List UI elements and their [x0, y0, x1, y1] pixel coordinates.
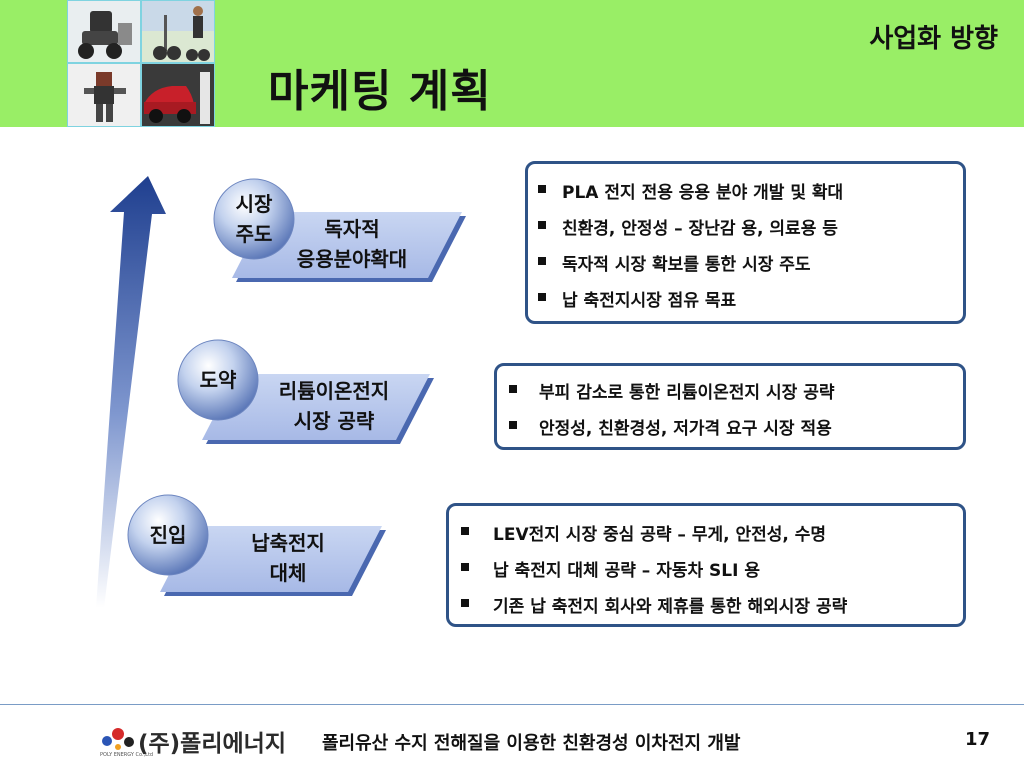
circle-text: 진입 [149, 523, 187, 547]
segway-icon [142, 1, 214, 62]
list-item: 안정성, 친환경성, 저가격 요구 시장 적용 [497, 414, 963, 450]
bullet-icon [538, 221, 546, 229]
stage-label-1: 독자적 응용분야확대 [296, 217, 408, 271]
bullet-box-3: LEV전지 시장 중심 공략 – 무게, 안전성, 수명 납 축전지 대체 공략… [446, 503, 966, 627]
bullet-icon [461, 599, 469, 607]
circle-text: 시장 주도 [235, 192, 273, 246]
list-item: LEV전지 시장 중심 공략 – 무게, 안전성, 수명 [449, 520, 963, 556]
list-item: 독자적 시장 확보를 통한 시장 주도 [528, 250, 963, 286]
slide-title: 마케팅 계획 [268, 66, 492, 117]
wheelchair-photo [67, 0, 141, 63]
bullet-icon [461, 527, 469, 535]
bullet-icon [538, 185, 546, 193]
list-item: PLA 전지 전용 응용 분야 개발 및 확대 [528, 178, 963, 214]
bullet-text: 납 축전지시장 점유 목표 [562, 291, 737, 311]
bullet-text: 납 축전지 대체 공략 – 자동차 SLI 용 [493, 561, 761, 581]
wheelchair-icon [68, 1, 140, 62]
circle-shape-3 [127, 494, 209, 576]
bullet-text: PLA 전지 전용 응용 분야 개발 및 확대 [562, 183, 844, 203]
bullet-text: 부피 감소로 통한 리튬이온전지 시장 공략 [539, 383, 835, 403]
stage-label-3: 납축전지 대체 [251, 531, 325, 585]
growth-arrow [96, 176, 166, 608]
list-item: 부피 감소로 통한 리튬이온전지 시장 공략 [497, 378, 963, 414]
bullet-icon [509, 385, 517, 393]
bullet-icon [461, 563, 469, 571]
bullet-text: 안정성, 친환경성, 저가격 요구 시장 적용 [539, 419, 832, 439]
circle-label-entry: 진입 [128, 520, 208, 550]
list-item: 납 축전지시장 점유 목표 [528, 286, 963, 322]
list-item: 친환경, 안정성 – 장난감 용, 의료용 등 [528, 214, 963, 250]
circle-shape-1 [213, 178, 295, 260]
bullet-text: 친환경, 안정성 – 장난감 용, 의료용 등 [562, 219, 838, 239]
company-subtitle: POLY ENERGY Co.,Ltd [100, 752, 154, 758]
bullet-box-2: 부피 감소로 통한 리튬이온전지 시장 공략 안정성, 친환경성, 저가격 요구… [494, 363, 966, 450]
circle-shape-2 [177, 339, 259, 421]
stage-label-2: 리튬이온전지 시장 공략 [278, 379, 390, 433]
circle-label-market-lead: 시장 주도 [214, 189, 294, 249]
electric-car-photo [141, 63, 215, 127]
robot-icon [68, 64, 140, 126]
footer-description: 폴리유산 수지 전해질을 이용한 친환경성 이차전지 개발 [322, 733, 741, 754]
list-item: 기존 납 축전지 회사와 제휴를 통한 해외시장 공략 [449, 592, 963, 628]
header-photo-collage [67, 0, 215, 127]
parallelogram-shape-2 [202, 374, 434, 444]
bullet-text: 독자적 시장 확보를 통한 시장 주도 [562, 255, 811, 275]
car-icon [142, 64, 214, 126]
footer-divider [0, 704, 1024, 705]
page-number: 17 [964, 729, 990, 750]
bullet-icon [538, 257, 546, 265]
company-logo-icon [102, 728, 134, 750]
bullet-icon [538, 293, 546, 301]
robot-photo [67, 63, 141, 127]
company-name: (주)폴리에너지 [138, 731, 286, 757]
circle-label-leap: 도약 [178, 365, 258, 395]
bullet-box-1: PLA 전지 전용 응용 분야 개발 및 확대 친환경, 안정성 – 장난감 용… [525, 161, 966, 324]
bullet-text: 기존 납 축전지 회사와 제휴를 통한 해외시장 공략 [493, 597, 848, 617]
parallelogram-shape-3 [160, 526, 386, 596]
bullet-icon [509, 421, 517, 429]
list-item: 납 축전지 대체 공략 – 자동차 SLI 용 [449, 556, 963, 592]
segway-photo [141, 0, 215, 63]
section-title: 사업화 방향 [869, 24, 998, 54]
circle-text: 도약 [199, 368, 237, 392]
bullet-text: LEV전지 시장 중심 공략 – 무게, 안전성, 수명 [493, 525, 827, 545]
